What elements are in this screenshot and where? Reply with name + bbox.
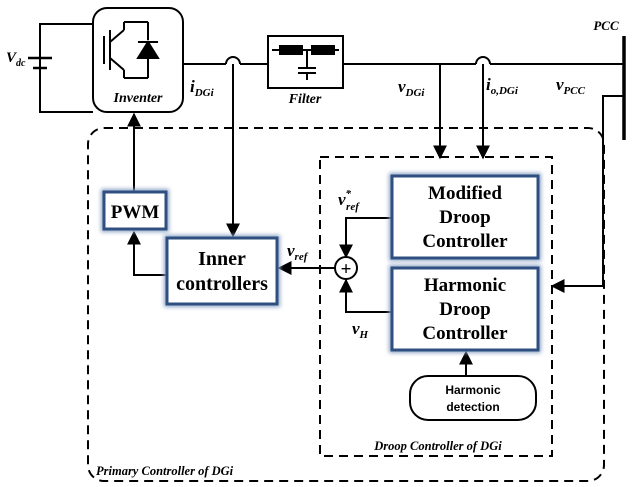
igbt-icon bbox=[103, 21, 160, 79]
svg-text:Controller: Controller bbox=[422, 323, 508, 344]
svg-text:detection: detection bbox=[446, 400, 499, 414]
filter-lc-icon bbox=[272, 45, 339, 80]
vref-label: vref bbox=[287, 241, 309, 263]
harmonic-droop-controller-block: Harmonic Droop Controller bbox=[389, 265, 541, 353]
idgi-label: iDGi bbox=[190, 77, 215, 99]
droop-region-label: Droop Controller of DGi bbox=[373, 439, 502, 453]
pwm-block: PWM bbox=[101, 189, 169, 232]
vdgi-label: vDGi bbox=[398, 77, 425, 99]
svg-text:Controller: Controller bbox=[422, 231, 508, 252]
svg-text:Modified: Modified bbox=[428, 183, 502, 204]
pcc-label: PCC bbox=[593, 18, 619, 33]
vref-star-label: v*ref bbox=[338, 188, 360, 213]
vh-label: vH bbox=[352, 319, 369, 341]
droop-controller-region bbox=[319, 156, 553, 457]
svg-text:Harmonic: Harmonic bbox=[424, 275, 506, 296]
signal-wires bbox=[127, 64, 624, 376]
filter-block: Filter bbox=[267, 35, 344, 107]
svg-text:controllers: controllers bbox=[176, 273, 268, 295]
svg-text:Droop: Droop bbox=[439, 207, 490, 228]
svg-text:Droop: Droop bbox=[439, 299, 490, 320]
svg-text:+: + bbox=[341, 259, 352, 280]
svg-text:Harmonic: Harmonic bbox=[445, 383, 501, 397]
svg-text:PWM: PWM bbox=[111, 202, 160, 223]
inverter-block: Inventer bbox=[92, 7, 184, 113]
svg-text:Inner: Inner bbox=[198, 248, 246, 270]
harmonic-detection-block: Harmonic detection bbox=[409, 375, 537, 421]
primary-controller-region bbox=[87, 127, 605, 482]
vpcc-label: vPCC bbox=[556, 75, 586, 97]
iodgi-label: io,DGi bbox=[486, 75, 519, 97]
summing-node: + bbox=[334, 256, 358, 280]
modified-droop-controller-block: Modified Droop Controller bbox=[389, 173, 541, 261]
filter-label: Filter bbox=[288, 92, 322, 107]
power-circuit bbox=[28, 23, 626, 140]
vdc-label: Vdc bbox=[6, 50, 26, 69]
inverter-label: Inventer bbox=[113, 91, 164, 106]
inner-controllers-block: Inner controllers bbox=[164, 235, 280, 307]
primary-region-label: Primary Controller of DGi bbox=[96, 464, 234, 478]
